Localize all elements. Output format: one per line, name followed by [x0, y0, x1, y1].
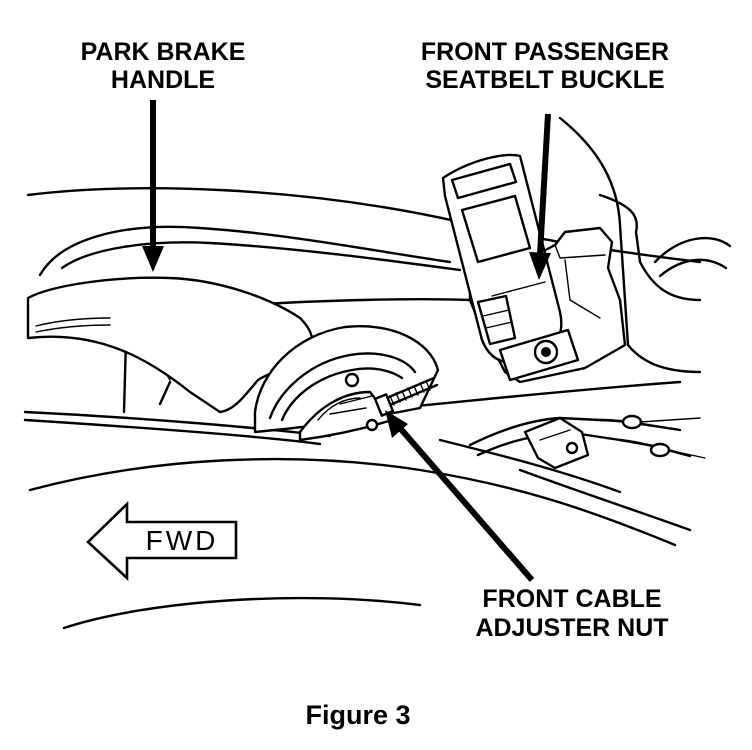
label-park-brake-handle-line1: PARK BRAKE	[81, 38, 246, 66]
label-seatbelt-buckle-line2: SEATBELT BUCKLE	[425, 66, 664, 94]
seat-frame-outline	[438, 116, 732, 532]
seatbelt-buckle	[441, 153, 627, 384]
floor-outline	[28, 457, 677, 630]
label-seatbelt-buckle-line1: FRONT PASSENGER	[421, 38, 669, 66]
fwd-label: FWD	[146, 525, 219, 556]
brake-cables	[468, 414, 706, 470]
label-adjuster-nut-line2: ADJUSTER NUT	[475, 614, 668, 642]
fwd-arrow-icon: FWD	[86, 500, 238, 581]
label-park-brake-handle-line2: HANDLE	[111, 66, 215, 94]
figure-caption: Figure 3	[305, 700, 410, 730]
leader-lines	[142, 100, 551, 582]
label-adjuster-nut-line1: FRONT CABLE	[482, 585, 661, 613]
